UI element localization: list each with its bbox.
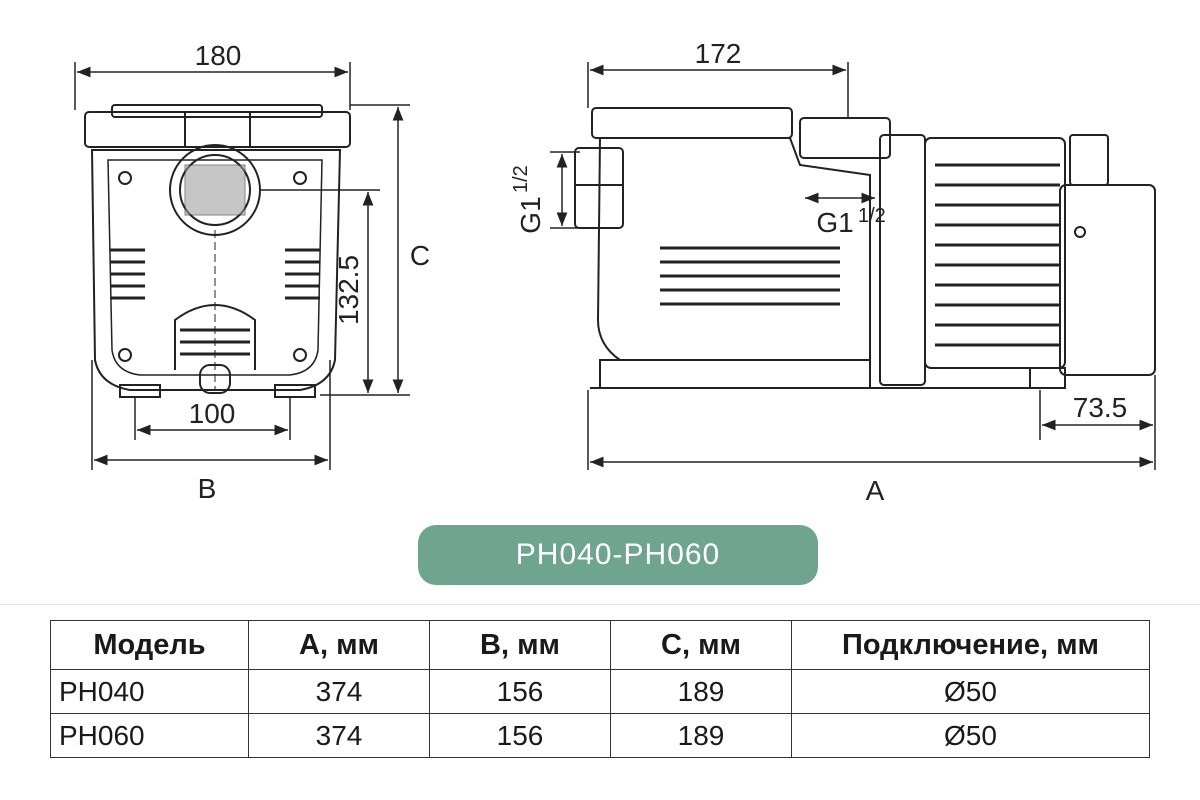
dim-b-label: B — [198, 473, 217, 504]
dim-100-label: 100 — [189, 398, 236, 429]
dim-c-label: C — [410, 240, 430, 271]
front-view — [74, 62, 410, 470]
cell-connection: Ø50 — [791, 713, 1150, 758]
cell-b: 156 — [429, 713, 611, 758]
separator-line — [0, 604, 1200, 605]
col-header-model: Модель — [50, 620, 249, 670]
col-header-connection: Подключение, мм — [791, 620, 1150, 670]
cell-c: 189 — [610, 713, 792, 758]
dim-a-label: A — [866, 475, 885, 506]
col-header-a: A, мм — [248, 620, 430, 670]
thread-outlet-text: G1 — [515, 196, 546, 233]
thread-inlet-text: G1 — [816, 207, 853, 238]
thread-inlet-fraction: 1/2 — [858, 205, 886, 227]
table-header-row: Модель A, мм B, мм C, мм Подключение, мм — [50, 620, 1150, 670]
side-view — [550, 62, 1156, 470]
cell-model: PH060 — [50, 713, 249, 758]
cell-b: 156 — [429, 669, 611, 714]
dim-132-label: 132.5 — [333, 255, 364, 325]
cell-connection: Ø50 — [791, 669, 1150, 714]
model-title-badge: PH040-PH060 — [418, 525, 818, 585]
dim-73-label: 73.5 — [1073, 392, 1128, 423]
thread-outlet-label: G1 1/2 — [510, 165, 546, 233]
thread-outlet-fraction: 1/2 — [510, 165, 532, 193]
cell-a: 374 — [248, 669, 430, 714]
dim-172-label: 172 — [695, 38, 742, 69]
col-header-c: C, мм — [610, 620, 792, 670]
technical-drawing: 180 C 132.5 100 B — [74, 38, 1156, 506]
table-row: PH060 374 156 189 Ø50 — [50, 713, 1150, 758]
cell-model: PH040 — [50, 669, 249, 714]
dim-180-label: 180 — [195, 40, 242, 71]
cell-a: 374 — [248, 713, 430, 758]
col-header-b: B, мм — [429, 620, 611, 670]
cell-c: 189 — [610, 669, 792, 714]
table-row: PH040 374 156 189 Ø50 — [50, 669, 1150, 714]
spec-table: Модель A, мм B, мм C, мм Подключение, мм… — [50, 620, 1150, 758]
